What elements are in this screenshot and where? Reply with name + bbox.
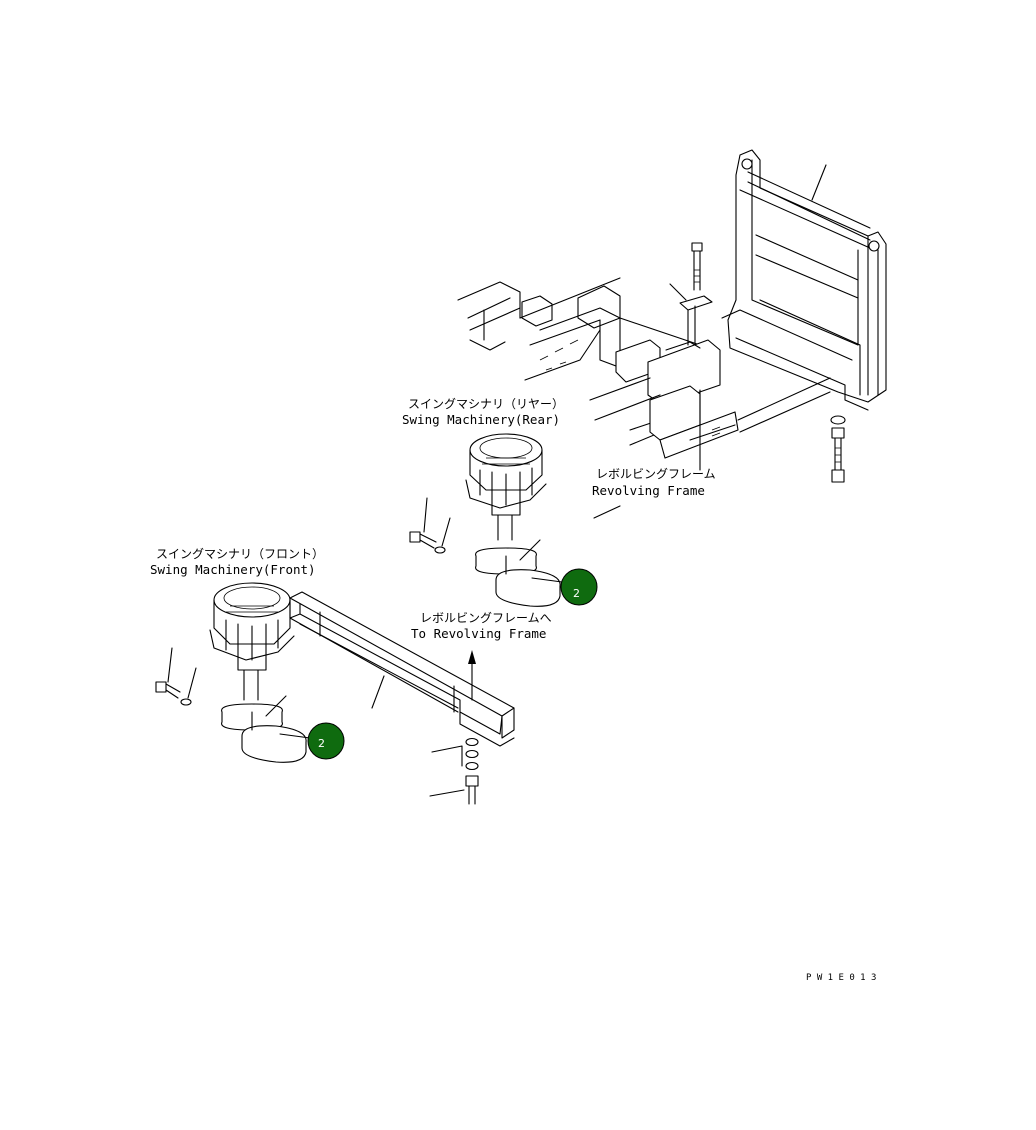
callout-front[interactable]: 2 — [307, 722, 345, 760]
bolt-upper-frame — [669, 242, 713, 346]
bolt-front — [155, 647, 197, 706]
label-to-frame-jp: レボルビングフレームへ — [420, 611, 552, 625]
ring-rear — [475, 539, 561, 607]
revolving-frame — [457, 277, 831, 519]
label-front-en: Swing Machinery(Front) — [150, 562, 316, 577]
drawing-code: P W 1 E 0 1 3 — [806, 973, 876, 983]
leader-rear-callout — [531, 577, 563, 583]
label-rear-jp: スイングマシナリ（リヤー） — [408, 397, 564, 411]
callout-rear-number: 2 — [573, 587, 580, 600]
bolt-rear — [409, 497, 451, 554]
bolt-beam — [429, 775, 479, 805]
label-frame-jp: レボルビングフレーム — [596, 467, 716, 481]
arrow-to-frame — [468, 650, 476, 701]
label-to-frame-en: To Revolving Frame — [411, 626, 546, 641]
callout-rear[interactable]: 2 — [560, 568, 598, 606]
bolt-counterweight — [830, 415, 846, 483]
label-front-jp: スイングマシナリ（フロント） — [156, 547, 324, 561]
ring-front — [221, 695, 307, 763]
washer-stack — [431, 737, 479, 771]
label-frame-en: Revolving Frame — [592, 483, 705, 498]
callout-front-number: 2 — [318, 737, 325, 750]
counterweight-bracket — [721, 149, 887, 411]
label-rear-en: Swing Machinery(Rear) — [402, 412, 560, 427]
swing-machinery-front — [209, 582, 295, 701]
swing-machinery-rear — [465, 433, 547, 541]
cross-beam — [289, 591, 515, 747]
leader-front-callout — [279, 733, 311, 739]
